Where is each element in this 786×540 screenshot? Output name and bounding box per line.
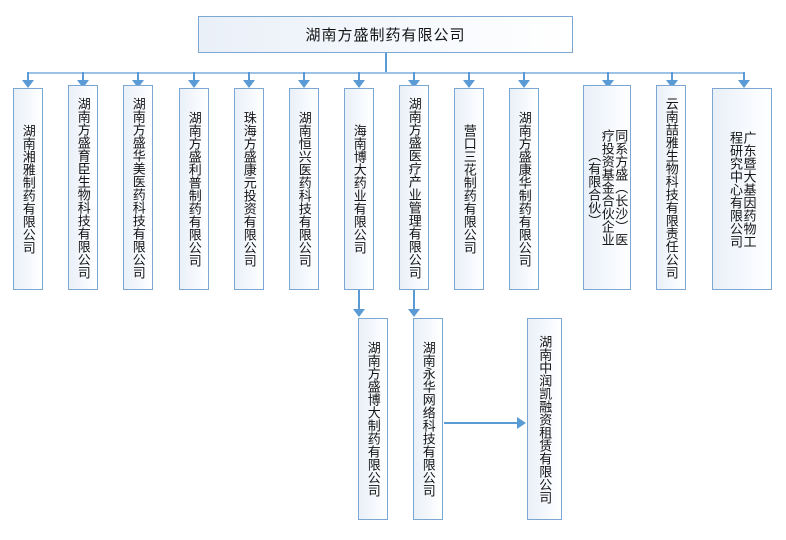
arrowhead-n3 [132, 80, 144, 88]
arrowhead-n2 [77, 80, 89, 88]
connector-drop-n8 [413, 72, 415, 82]
node-subsidiary-4-label: 湖南方盛利普制药有限公司 [186, 111, 202, 267]
arrowhead-n8 [408, 80, 420, 88]
node-subsidiary-2[interactable]: 湖南方盛育臣生物科技有限公司 [68, 85, 98, 290]
node-subsidiary-9-label: 营口三花制药有限公司 [461, 124, 477, 254]
connector-drop-n13 [743, 72, 745, 82]
connector-root-stem [385, 53, 387, 73]
node-subsidiary-1[interactable]: 湖南湘雅制药有限公司 [13, 88, 43, 290]
node-sub-subsidiary-2[interactable]: 湖南永华网络科技有限公司 [413, 318, 443, 520]
node-subsidiary-10-label: 湖南方盛康华制药有限公司 [516, 111, 532, 267]
arrowhead-n9 [463, 80, 475, 88]
connector-drop-n3 [137, 72, 139, 82]
connector-drop-n4 [193, 72, 195, 82]
node-sub-subsidiary-3[interactable]: 湖南中润凯融资租赁有限公司 [527, 318, 562, 520]
node-subsidiary-9[interactable]: 营口三花制药有限公司 [454, 88, 484, 290]
node-root[interactable]: 湖南方盛制药有限公司 [198, 16, 573, 53]
connector-drop-n5 [248, 72, 250, 82]
arrowhead-b1 [353, 309, 365, 317]
arrowhead-n6 [298, 80, 310, 88]
connector-drop-n7 [358, 72, 360, 82]
arrowhead-n7 [353, 80, 365, 88]
arrowhead-n12 [666, 80, 678, 88]
node-sub-subsidiary-1-label: 湖南方盛博大制药有限公司 [365, 341, 381, 497]
connector-drop-n12 [671, 72, 673, 82]
node-subsidiary-13-label: 广东暨大基因药物工程研究中心有限公司 [728, 130, 757, 248]
node-subsidiary-7-label: 海南博大药业有限公司 [351, 124, 367, 254]
node-subsidiary-11-label: 同系方盛（长沙）医疗投资基金合伙企业（有限合伙） [586, 129, 629, 246]
arrowhead-n5 [243, 80, 255, 88]
node-subsidiary-3[interactable]: 湖南方盛华美医药科技有限公司 [123, 85, 153, 290]
arrowhead-b3 [517, 417, 526, 429]
node-sub-subsidiary-2-label: 湖南永华网络科技有限公司 [420, 341, 436, 497]
node-subsidiary-13[interactable]: 广东暨大基因药物工程研究中心有限公司 [712, 88, 772, 290]
arrowhead-n13 [738, 80, 750, 88]
node-subsidiary-6[interactable]: 湖南恒兴医药科技有限公司 [289, 88, 319, 290]
node-root-label: 湖南方盛制药有限公司 [305, 27, 466, 44]
node-subsidiary-6-label: 湖南恒兴医药科技有限公司 [296, 111, 312, 267]
arrowhead-n4 [188, 80, 200, 88]
arrowhead-n11 [602, 80, 614, 88]
node-sub-subsidiary-3-label: 湖南中润凯融资租赁有限公司 [537, 334, 553, 504]
node-subsidiary-2-label: 湖南方盛育臣生物科技有限公司 [75, 96, 91, 279]
connector-drop-n6 [303, 72, 305, 82]
connector-bus [28, 72, 744, 74]
connector-drop-n1 [27, 72, 29, 82]
node-sub-subsidiary-1[interactable]: 湖南方盛博大制药有限公司 [358, 318, 388, 520]
connector-n7-to-b1 [358, 290, 360, 310]
node-subsidiary-4[interactable]: 湖南方盛利普制药有限公司 [179, 88, 209, 290]
node-subsidiary-1-label: 湖南湘雅制药有限公司 [20, 124, 36, 254]
node-subsidiary-11[interactable]: 同系方盛（长沙）医疗投资基金合伙企业（有限合伙） [583, 85, 631, 290]
node-subsidiary-7[interactable]: 海南博大药业有限公司 [344, 88, 374, 290]
node-subsidiary-10[interactable]: 湖南方盛康华制药有限公司 [509, 88, 539, 290]
node-subsidiary-5-label: 珠海方盛康元投资有限公司 [241, 111, 257, 267]
arrowhead-n10 [518, 80, 530, 88]
connector-drop-n10 [523, 72, 525, 82]
connector-drop-n11 [607, 72, 609, 82]
arrowhead-n1 [22, 80, 34, 88]
node-subsidiary-8-label: 湖南方盛医疗产业管理有限公司 [406, 96, 422, 279]
node-subsidiary-12[interactable]: 云南喆雅生物科技有限责任公司 [656, 85, 686, 290]
node-subsidiary-12-label: 云南喆雅生物科技有限责任公司 [663, 96, 679, 279]
connector-drop-n9 [468, 72, 470, 82]
arrowhead-b2 [408, 309, 420, 317]
node-subsidiary-3-label: 湖南方盛华美医药科技有限公司 [130, 96, 146, 279]
connector-n8-to-b2 [413, 290, 415, 310]
node-subsidiary-8[interactable]: 湖南方盛医疗产业管理有限公司 [399, 85, 429, 290]
node-subsidiary-5[interactable]: 珠海方盛康元投资有限公司 [234, 88, 264, 290]
connector-drop-n2 [82, 72, 84, 82]
connector-b2-to-b3 [444, 422, 518, 424]
